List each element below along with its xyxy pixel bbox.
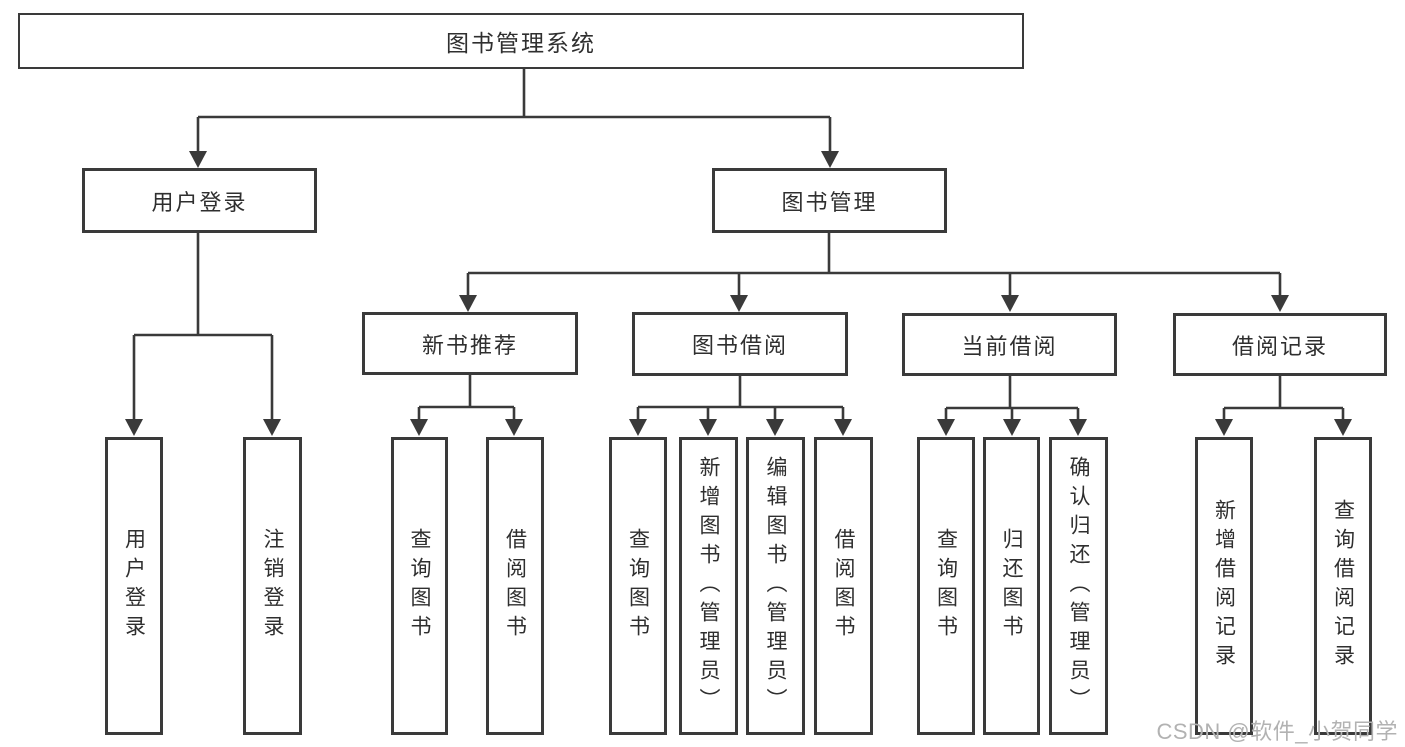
node-book-borrowing: 图书借阅 [632,312,848,376]
watermark-text: CSDN @软件_小贺同学 [1156,719,1398,744]
node-label: 图书借阅 [691,333,788,358]
node-logout: 注销登录 [243,437,302,735]
node-book-management: 图书管理 [712,168,947,233]
node-label: 新增借阅记录 [1212,499,1236,673]
node-return-books: 归还图书 [983,437,1040,735]
node-add-books-admin: 新增图书（管理员） [679,437,738,735]
node-query-books-borrowing: 查询图书 [609,437,667,735]
node-add-borrow-record: 新增借阅记录 [1195,437,1253,735]
node-label: 查询图书 [934,528,958,644]
node-borrow-books-recommend: 借阅图书 [486,437,544,735]
node-label: 查询图书 [408,528,431,644]
node-borrow-records: 借阅记录 [1173,313,1387,376]
node-label: 当前借阅 [961,333,1058,359]
connector-borrow-records-children [1215,376,1352,436]
node-label: 新书推荐 [421,332,518,358]
node-label: 用户登录 [122,528,146,644]
node-query-borrow-record: 查询借阅记录 [1314,437,1372,735]
connector-current-borrowing-children [937,376,1087,436]
node-library-management-system: 图书管理系统 [18,13,1024,69]
node-query-books-recommend: 查询图书 [391,437,448,735]
node-current-borrowing: 当前借阅 [902,313,1117,376]
node-label: 编辑图书（管理员） [764,455,787,717]
connector-user-login-children [125,233,281,436]
node-borrow-books-leaf: 借阅图书 [814,437,873,735]
node-label: 用户登录 [151,189,248,215]
node-label: 注销登录 [261,528,284,644]
connector-root-to-level2 [189,69,839,168]
node-label: 确认归还（管理员） [1067,455,1090,717]
node-edit-books-admin: 编辑图书（管理员） [746,437,805,735]
node-user-login-leaf: 用户登录 [105,437,163,735]
connector-book-borrowing-children [629,376,852,436]
node-label: 借阅记录 [1231,333,1328,359]
node-label: 查询图书 [626,528,650,644]
connector-book-management-children [459,233,1289,312]
node-confirm-return-admin: 确认归还（管理员） [1049,437,1108,735]
node-label: 查询借阅记录 [1331,499,1355,673]
node-new-book-recommend: 新书推荐 [362,312,578,375]
node-label: 图书管理 [781,189,878,215]
node-label: 借阅图书 [832,528,855,644]
node-user-login: 用户登录 [82,168,317,233]
node-label: 归还图书 [1000,528,1023,644]
node-label: 借阅图书 [503,528,527,644]
connector-new-book-recommend-children [410,375,523,436]
node-label: 图书管理系统 [446,30,596,56]
node-label: 新增图书（管理员） [697,455,720,717]
node-query-books-current: 查询图书 [917,437,975,735]
